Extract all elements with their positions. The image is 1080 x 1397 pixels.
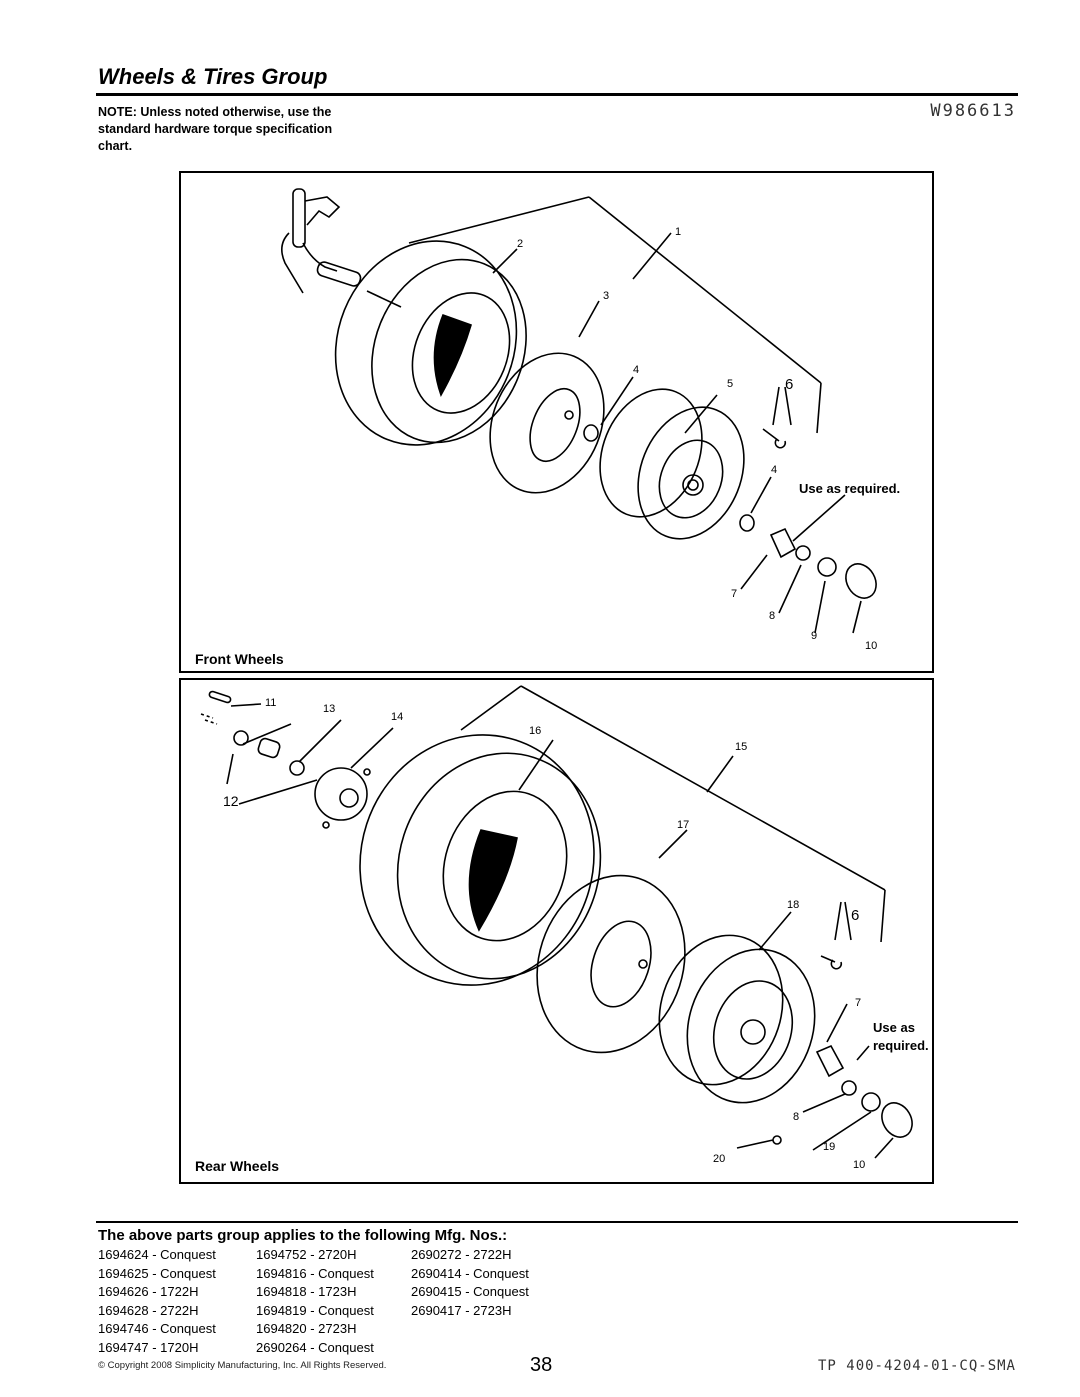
callout-17: 17 — [677, 819, 689, 831]
rear-callouts: 11 13 14 16 15 12 17 18 6 7 8 19 20 10 U… — [223, 697, 929, 1171]
callout-18: 18 — [787, 899, 799, 911]
spindle-illustration — [281, 188, 402, 308]
mfg-entry: 1694625 - Conquest — [98, 1265, 216, 1281]
use-as-note-line2: required. — [873, 1038, 929, 1053]
callout-16: 16 — [529, 725, 541, 737]
mfg-entry: 1694624 - Conquest — [98, 1247, 216, 1262]
callout-15: 15 — [735, 741, 747, 753]
mfg-entry: 2690264 - Conquest — [256, 1339, 374, 1355]
mfg-entry: 1694820 - 2723H — [256, 1321, 357, 1336]
rear-wheels-panel: 11 13 14 16 15 12 17 18 6 7 8 19 20 10 U… — [179, 678, 934, 1184]
callout-7-rear: 7 — [855, 997, 861, 1009]
mfg-entry: 1694752 - 2720H — [256, 1247, 357, 1262]
mfg-entry: 2690415 - Conquest — [411, 1284, 529, 1299]
page-number: 38 — [530, 1354, 553, 1376]
mfg-entry: 1694747 - 1720H — [98, 1339, 199, 1355]
rear-wheels-label: Rear Wheels — [195, 1158, 280, 1174]
callout-14: 14 — [391, 711, 403, 723]
callout-1: 1 — [675, 226, 681, 238]
title-rule — [96, 93, 1018, 96]
callout-2: 2 — [517, 238, 523, 250]
copyright-notice: © Copyright 2008 Simplicity Manufacturin… — [98, 1360, 387, 1371]
mfg-entry: 1694819 - Conquest — [256, 1302, 374, 1318]
mfg-entry: 2690414 - Conquest — [411, 1265, 529, 1281]
diagram-code: W986613 — [930, 101, 1016, 121]
callout-11: 11 — [265, 697, 276, 709]
callout-4b: 4 — [771, 464, 777, 476]
front-callouts: 1 2 3 4 5 6 4 7 8 9 10 Use as required. — [517, 226, 900, 652]
rear-wheels-diagram: 11 13 14 16 15 12 17 18 6 7 8 19 20 10 U… — [200, 685, 929, 1171]
callout-8: 8 — [769, 610, 775, 622]
applies-rule — [96, 1221, 1018, 1223]
mfg-entry: 1694818 - 1723H — [256, 1284, 357, 1299]
applies-heading: The above parts group applies to the fol… — [98, 1227, 508, 1244]
front-wheels-diagram: 1 2 3 4 5 6 4 7 8 9 10 Use as required. — [281, 188, 900, 652]
mfg-col-2: 1694752 - 2720H 1694816 - Conquest 16948… — [256, 1246, 374, 1357]
document-id: TP 400-4204-01-CQ-SMA — [817, 1358, 1016, 1374]
callout-12: 12 — [223, 793, 239, 809]
callout-13: 13 — [323, 703, 335, 715]
front-tube-illustration — [489, 352, 605, 494]
torque-note: NOTE: Unless noted otherwise, use the st… — [98, 105, 333, 153]
front-wheels-label: Front Wheels — [195, 651, 284, 667]
mfg-entry: 1694816 - Conquest — [256, 1265, 374, 1281]
mfg-entry: 2690272 - 2722H — [411, 1247, 512, 1262]
callout-8-rear: 8 — [793, 1111, 799, 1123]
callout-9: 9 — [811, 630, 817, 642]
front-rim-illustration — [599, 388, 745, 540]
callout-10: 10 — [865, 640, 877, 652]
callout-3: 3 — [603, 290, 609, 302]
callout-6: 6 — [785, 376, 793, 393]
callout-4: 4 — [633, 364, 639, 376]
mfg-entry: 2690417 - 2723H — [411, 1302, 512, 1318]
front-wheels-panel: 1 2 3 4 5 6 4 7 8 9 10 Use as required. … — [179, 171, 934, 673]
callout-5: 5 — [727, 378, 733, 390]
callout-7: 7 — [731, 588, 737, 600]
rear-axle-hardware-illustration — [200, 690, 371, 829]
mfg-entry: 1694746 - Conquest — [98, 1321, 216, 1336]
callout-6-rear: 6 — [851, 907, 859, 924]
mfg-entry: 1694626 - 1722H — [98, 1284, 199, 1299]
callout-19: 19 — [823, 1141, 835, 1153]
mfg-col-3: 2690272 - 2722H 2690414 - Conquest 26904… — [411, 1246, 529, 1320]
rear-tire-illustration — [359, 734, 602, 986]
callout-10-rear: 10 — [853, 1159, 865, 1171]
page-title: Wheels & Tires Group — [98, 64, 328, 89]
mfg-col-1: 1694624 - Conquest 1694625 - Conquest 16… — [98, 1246, 216, 1357]
use-as-required-note: Use as required. — [799, 481, 900, 496]
callout-20: 20 — [713, 1153, 725, 1165]
use-as-note-line1: Use as — [873, 1020, 915, 1035]
rear-rim-illustration — [658, 934, 816, 1104]
mfg-entry: 1694628 - 2722H — [98, 1302, 199, 1318]
rear-tube-illustration — [536, 874, 686, 1054]
front-tire-illustration — [334, 240, 527, 446]
